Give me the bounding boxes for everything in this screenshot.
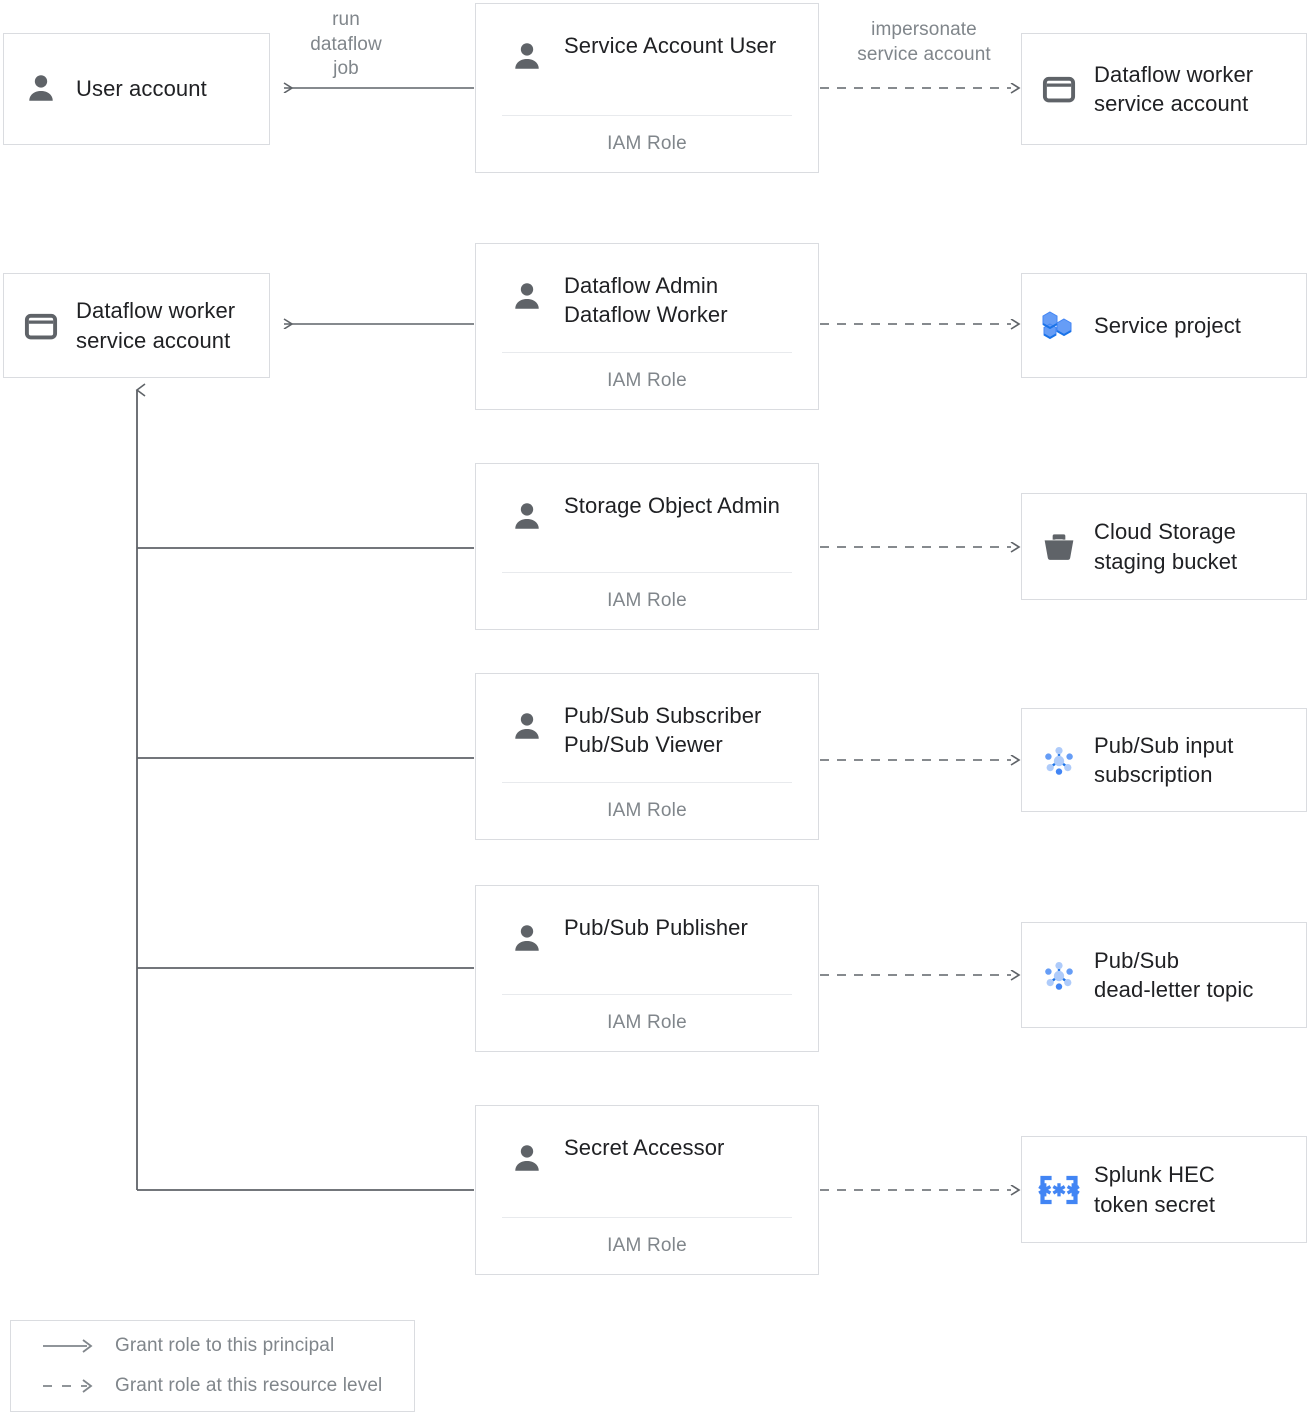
resource-pubsub-dead-letter-topic[interactable]: Pub/Sub dead-letter topic xyxy=(1021,922,1307,1028)
role-card-divider xyxy=(502,115,792,116)
role-card-header: Pub/Sub Subscriber Pub/Sub Viewer xyxy=(476,674,818,782)
role-card-header: Dataflow Admin Dataflow Worker xyxy=(476,244,818,352)
principal-user-account[interactable]: User account xyxy=(3,33,270,145)
pubsub-icon xyxy=(1036,737,1082,783)
edge-label-impersonate-service-account: impersonate service account xyxy=(857,19,991,65)
secret-manager-icon: ✱✱✱ xyxy=(1036,1167,1082,1213)
role-card-service-account-user[interactable]: Service Account User IAM Role xyxy=(475,3,819,173)
pubsub-icon xyxy=(1036,952,1082,998)
role-card-footer: IAM Role xyxy=(607,590,687,611)
resource-splunk-hec-token-secret-label: Splunk HEC token secret xyxy=(1094,1162,1216,1217)
role-card-title: Dataflow Admin Dataflow Worker xyxy=(564,273,728,327)
role-card-storage-object-admin[interactable]: Storage Object Admin IAM Role xyxy=(475,463,819,630)
svg-text:✱✱✱: ✱✱✱ xyxy=(1038,1181,1081,1200)
person-icon xyxy=(504,494,550,540)
service-account-icon xyxy=(18,303,64,349)
role-card-title: Secret Accessor xyxy=(564,1135,725,1160)
role-card-footer: IAM Role xyxy=(607,1012,687,1033)
principal-dataflow-worker-service-account-label: Dataflow worker service account xyxy=(76,298,236,353)
role-card-pubsub-subscriber-viewer[interactable]: Pub/Sub Subscriber Pub/Sub Viewer IAM Ro… xyxy=(475,673,819,840)
role-card-divider xyxy=(502,572,792,573)
service-account-icon xyxy=(1036,66,1082,112)
solid-arrow-icon xyxy=(39,1336,99,1356)
role-card-footer: IAM Role xyxy=(607,133,687,154)
role-card-header: Pub/Sub Publisher xyxy=(476,886,818,994)
legend-item-solid-label: Grant role to this principal xyxy=(115,1335,335,1356)
role-card-title: Pub/Sub Publisher xyxy=(564,915,748,940)
legend-item-dashed-label: Grant role at this resource level xyxy=(115,1375,383,1396)
legend: Grant role to this principal Grant role … xyxy=(10,1320,415,1412)
resource-dataflow-worker-service-account[interactable]: Dataflow worker service account xyxy=(1021,33,1307,145)
role-card-header: Secret Accessor xyxy=(476,1106,818,1217)
role-card-dataflow-admin-worker[interactable]: Dataflow Admin Dataflow Worker IAM Role xyxy=(475,243,819,410)
resource-pubsub-dead-letter-topic-label: Pub/Sub dead-letter topic xyxy=(1094,947,1254,1002)
role-card-header: Service Account User xyxy=(476,4,818,115)
role-card-footer: IAM Role xyxy=(607,1235,687,1256)
person-icon xyxy=(504,1136,550,1182)
role-card-divider xyxy=(502,352,792,353)
resource-cloud-storage-staging-bucket-label: Cloud Storage staging bucket xyxy=(1094,519,1238,574)
edge-label-run-dataflow-job: run dataflow job xyxy=(310,9,382,80)
role-card-divider xyxy=(502,1217,792,1218)
resource-pubsub-input-subscription[interactable]: Pub/Sub input subscription xyxy=(1021,708,1307,812)
principal-user-account-label: User account xyxy=(76,76,207,102)
person-icon xyxy=(504,34,550,80)
role-card-footer: IAM Role xyxy=(607,800,687,821)
role-card-header: Storage Object Admin xyxy=(476,464,818,572)
person-icon xyxy=(504,916,550,962)
role-card-secret-accessor[interactable]: Secret Accessor IAM Role xyxy=(475,1105,819,1275)
role-card-footer: IAM Role xyxy=(607,370,687,391)
role-card-title: Storage Object Admin xyxy=(564,493,781,518)
resource-service-project[interactable]: Service project xyxy=(1021,273,1307,378)
resource-cloud-storage-staging-bucket[interactable]: Cloud Storage staging bucket xyxy=(1021,493,1307,600)
person-icon xyxy=(504,704,550,750)
dashed-arrow-icon xyxy=(39,1376,99,1396)
legend-item-dashed: Grant role at this resource level xyxy=(11,1366,414,1406)
resource-service-project-label: Service project xyxy=(1094,312,1242,338)
role-card-pubsub-publisher[interactable]: Pub/Sub Publisher IAM Role xyxy=(475,885,819,1052)
legend-item-solid: Grant role to this principal xyxy=(11,1326,414,1366)
resource-dataflow-worker-service-account-label: Dataflow worker service account xyxy=(1094,61,1254,116)
role-card-divider xyxy=(502,782,792,783)
project-hexagons-icon xyxy=(1036,303,1082,349)
role-card-title: Service Account User xyxy=(564,33,777,58)
resource-splunk-hec-token-secret[interactable]: ✱✱✱ Splunk HEC token secret xyxy=(1021,1136,1307,1243)
role-card-divider xyxy=(502,994,792,995)
resource-pubsub-input-subscription-label: Pub/Sub input subscription xyxy=(1094,732,1234,787)
person-icon xyxy=(18,66,64,112)
role-card-title: Pub/Sub Subscriber Pub/Sub Viewer xyxy=(564,703,762,757)
person-icon xyxy=(504,274,550,320)
cloud-storage-bucket-icon xyxy=(1036,524,1082,570)
principal-dataflow-worker-service-account[interactable]: Dataflow worker service account xyxy=(3,273,270,378)
